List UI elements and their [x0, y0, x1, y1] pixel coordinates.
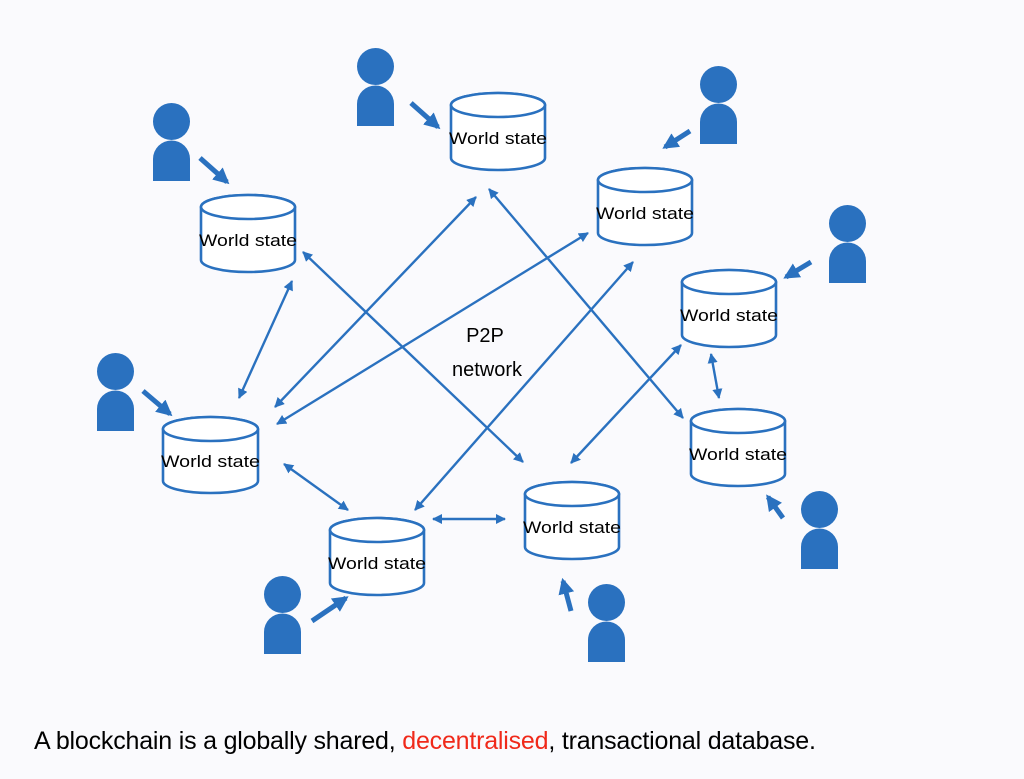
node-label: World state: [689, 446, 787, 464]
person-icon: [700, 66, 737, 144]
user-arrow-top-center: [409, 101, 441, 130]
connection-top-center-left-middle: [274, 196, 477, 408]
user-arrow-right-upper: [783, 259, 813, 280]
user-arrow-top-right: [662, 128, 692, 150]
cylinder-top: [328, 516, 426, 544]
connection-top-right-left-middle: [276, 231, 589, 426]
caption-text-before: A blockchain is a globally shared,: [34, 727, 403, 755]
node-label: World state: [328, 555, 426, 573]
connection-right-upper-right-lower: [707, 353, 723, 399]
cylinder-top: [596, 166, 694, 194]
person-icon: [153, 103, 190, 181]
person-icon: [264, 576, 301, 654]
cylinder-top: [199, 193, 297, 221]
node-label: World state: [449, 130, 547, 148]
person-icon: [829, 205, 866, 283]
user-arrow-bottom-left: [310, 595, 349, 624]
caption: A blockchain is a globally shared, decen…: [34, 727, 816, 756]
user-arrow-bottom-middle: [558, 577, 575, 612]
connection-right-upper-bottom-middle: [570, 344, 682, 464]
p2p-label-line2: network: [452, 359, 523, 381]
user-arrows: [141, 101, 813, 624]
caption-highlight: decentralised: [402, 727, 549, 755]
world-state-node: World state: [199, 193, 297, 274]
connection-left-middle-bottom-left: [283, 463, 349, 511]
caption-text-after: , transactional database.: [548, 727, 816, 755]
person-icon: [801, 491, 838, 569]
world-state-node: World state: [328, 516, 426, 597]
connection-top-left-bottom-middle: [302, 251, 524, 463]
node-label: World state: [161, 453, 260, 471]
cylinder-top: [523, 480, 621, 508]
world-state-node: World state: [680, 268, 778, 349]
world-state-node: World state: [596, 166, 694, 247]
cylinder-top: [449, 91, 547, 119]
users: [97, 48, 866, 662]
node-label: World state: [680, 307, 778, 325]
node-label: World state: [199, 232, 297, 250]
world-state-node: World state: [523, 480, 621, 561]
node-label: World state: [523, 519, 621, 537]
cylinder-top: [680, 268, 778, 296]
world-state-node: World state: [689, 407, 787, 488]
person-icon: [97, 353, 134, 431]
connections: [237, 188, 723, 525]
user-arrow-top-left: [198, 156, 230, 185]
user-arrow-right-lower: [765, 494, 786, 520]
person-icon: [588, 584, 625, 662]
cylinder-top: [689, 407, 787, 435]
node-label: World state: [596, 205, 694, 223]
user-arrow-left-middle: [141, 389, 173, 417]
connection-top-left-left-middle: [237, 280, 294, 399]
p2p-label-line1: P2P: [466, 325, 504, 347]
cylinder-top: [161, 415, 260, 443]
world-state-node: World state: [449, 91, 547, 172]
connection-top-right-bottom-left: [414, 261, 634, 511]
world-state-node: World state: [161, 415, 260, 495]
person-icon: [357, 48, 394, 126]
